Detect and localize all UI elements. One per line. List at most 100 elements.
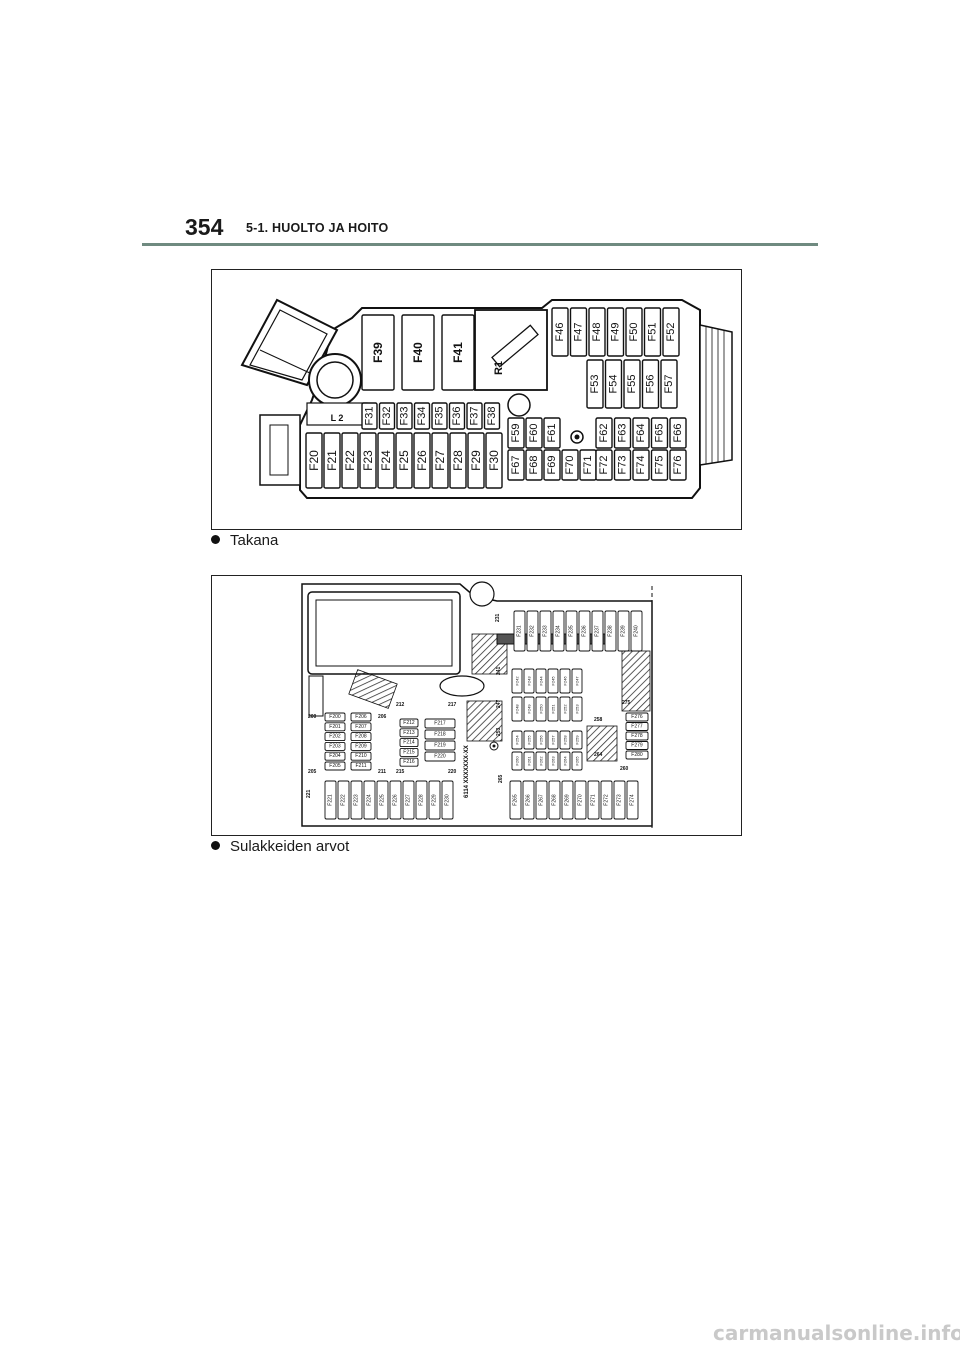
fuse-f53: F53 — [586, 359, 604, 409]
fuse-f33: F33 — [396, 402, 413, 430]
fuse-f242: F242 — [511, 668, 523, 694]
fuse-f278: F278 — [625, 731, 649, 741]
fuse-f203: F203 — [324, 741, 346, 751]
fuse-label: F212 — [403, 720, 415, 726]
fuse-label: F213 — [403, 730, 415, 736]
fuse-f37: F37 — [466, 402, 483, 430]
callout-mark: 265 — [498, 774, 504, 783]
fuse-label: F70 — [564, 456, 576, 475]
fuse-f65: F65 — [650, 417, 669, 449]
fuse-f57: F57 — [660, 359, 678, 409]
fuse-f202: F202 — [324, 732, 346, 742]
callout-mark: 258 — [594, 717, 603, 723]
fuse-label: F244 — [539, 676, 544, 686]
fuse-label: F206 — [355, 714, 367, 720]
fuse-f39: F39 — [361, 314, 395, 391]
fuse-label: F220 — [434, 754, 446, 760]
fuse-f205: F205 — [324, 761, 346, 771]
fuse-f219: F219 — [424, 740, 456, 751]
fuse-label: F31 — [364, 407, 376, 426]
fuse-label: F245 — [551, 676, 556, 686]
fuse-label: F72 — [598, 456, 610, 475]
fuse-label: F54 — [608, 375, 620, 394]
fuse-label: F38 — [486, 407, 498, 426]
callout-mark: 231 — [495, 613, 501, 622]
fuse-f71: F71 — [579, 449, 597, 481]
fuse-f56: F56 — [641, 359, 660, 409]
fuse-label: F234 — [556, 625, 562, 637]
fuse-label: F239 — [621, 625, 627, 637]
fuse-label: F273 — [617, 794, 623, 806]
fuse-f254: F254 — [511, 730, 523, 750]
fuse-label: F256 — [539, 735, 544, 745]
fuse-f52: F52 — [662, 307, 680, 357]
fuse-label: F268 — [552, 794, 558, 806]
fuse-f70: F70 — [561, 449, 579, 481]
header-rule — [142, 243, 818, 246]
fuse-label: F265 — [513, 794, 519, 806]
fuse-f210: F210 — [350, 751, 372, 761]
callout-mark: 264 — [594, 752, 603, 758]
fuse-f51: F51 — [643, 307, 662, 357]
fuse-f234: F234 — [552, 610, 565, 652]
fuse-f75: F75 — [650, 449, 669, 481]
fuse-label: F207 — [355, 724, 367, 730]
fuse-label: F238 — [608, 625, 614, 637]
fuse-f31: F31 — [361, 402, 378, 430]
fuse-f213: F213 — [399, 728, 419, 738]
fuse-f218: F218 — [424, 729, 456, 740]
fuse-label: F52 — [665, 323, 677, 342]
fuse-label: F65 — [654, 424, 666, 443]
fuse-f25: F25 — [395, 432, 413, 489]
fuse-f247: F247 — [571, 668, 583, 694]
fuse-f63: F63 — [613, 417, 632, 449]
fuse-f258: F258 — [559, 730, 571, 750]
fuse-label: F253 — [575, 704, 580, 714]
fuse-label: F232 — [530, 625, 536, 637]
fuse-label: F39 — [371, 342, 385, 363]
fuse-f231: F231 — [513, 610, 526, 652]
fuse-f239: F239 — [617, 610, 630, 652]
fuse-label: F229 — [432, 794, 438, 806]
fuse-f64: F64 — [632, 417, 650, 449]
callout-mark: 260 — [620, 766, 629, 772]
fuse-label: F265 — [575, 756, 580, 766]
callout-mark: 6114 XXXXXXX-XX — [464, 745, 470, 798]
fuse-f245: F245 — [547, 668, 559, 694]
fuse-f252: F252 — [559, 696, 571, 722]
fuse-f21: F21 — [323, 432, 341, 489]
fuse-f74: F74 — [632, 449, 650, 481]
fuse-label: F33 — [399, 407, 411, 426]
fuse-label: F223 — [354, 794, 360, 806]
fuse-label: F41 — [451, 342, 465, 363]
fuse-f233: F233 — [539, 610, 552, 652]
plate-label: L 2 — [331, 413, 344, 423]
fuse-label: F211 — [355, 763, 366, 769]
fuse-label: F63 — [617, 424, 629, 443]
fuse-label: F24 — [379, 450, 393, 471]
fuse-label: F235 — [569, 625, 575, 637]
fuse-label: F48 — [591, 323, 603, 342]
fuse-f208: F208 — [350, 732, 372, 742]
bullet-sulakkeiden-arvot: Sulakkeiden arvot — [211, 838, 349, 855]
fuse-label: F56 — [645, 375, 657, 394]
fuse-label: F61 — [546, 424, 558, 443]
fuse-f20: F20 — [305, 432, 323, 489]
fuse-label: F219 — [434, 743, 446, 749]
fuse-label: F263 — [551, 756, 556, 766]
fuse-label: F260 — [515, 756, 520, 766]
bullet-sulakkeiden-arvot-text: Sulakkeiden arvot — [230, 838, 350, 855]
fuse-f29: F29 — [467, 432, 485, 489]
fuse-label: F32 — [381, 407, 393, 426]
fuse-label: F49 — [610, 323, 622, 342]
fuse-label: F200 — [329, 714, 341, 720]
fuse-label: F227 — [406, 794, 412, 806]
fuse-label: F28 — [451, 450, 465, 471]
fuse-f60: F60 — [525, 417, 543, 449]
fuse-f216: F216 — [399, 757, 419, 767]
fuse-label: F230 — [445, 794, 451, 806]
callout-mark: 217 — [448, 702, 457, 708]
fuse-label: F204 — [329, 753, 341, 759]
fuse-f251: F251 — [547, 696, 559, 722]
